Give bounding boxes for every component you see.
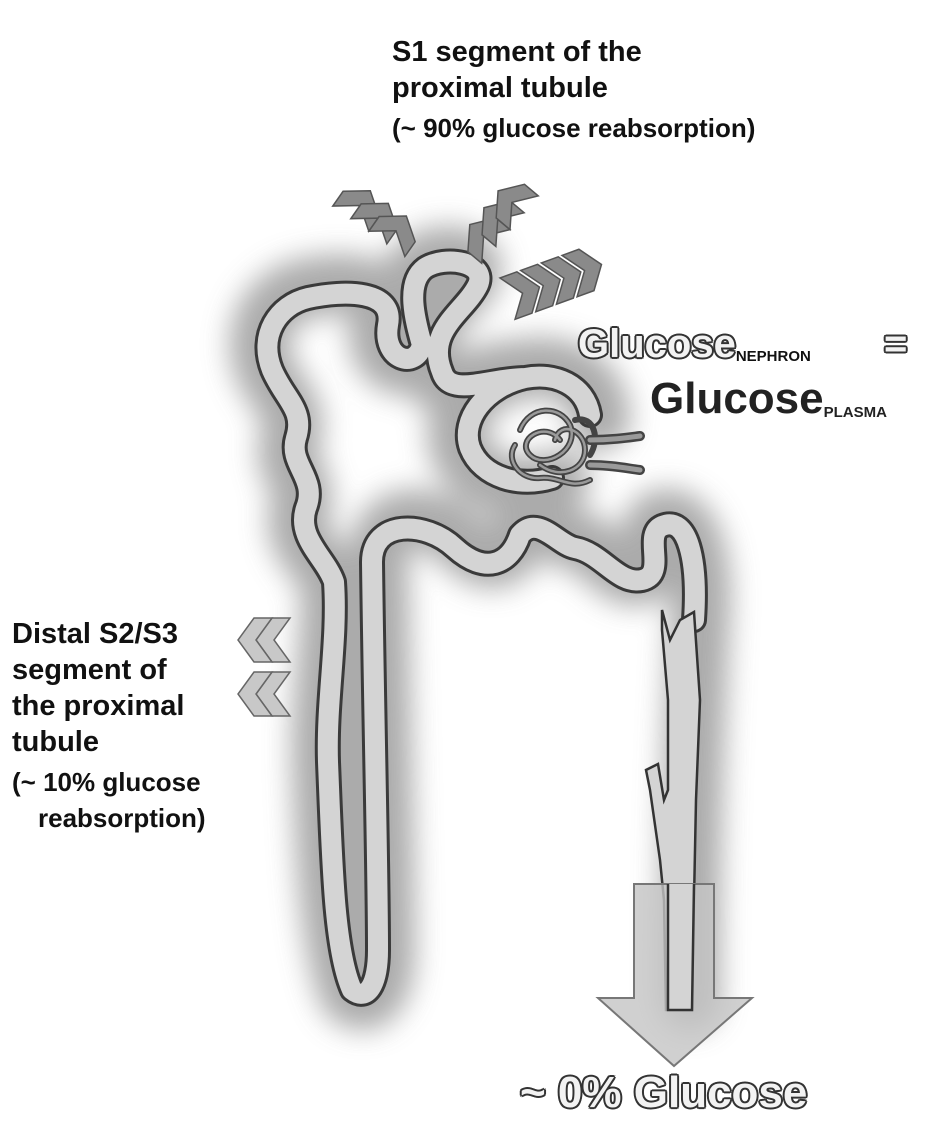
s1-reabsorption-arrow-middle <box>454 173 540 265</box>
glucose-nephron: GlucoseNEPHRON <box>578 322 811 367</box>
glomerulus-highlight <box>510 409 643 485</box>
s23-label-line-2: segment of <box>12 654 167 686</box>
s1-reabsorption-arrow-right <box>499 243 610 321</box>
s23-label-line-3: the proximal <box>12 690 185 722</box>
excretion-arrow <box>595 883 755 1068</box>
glucose-plasma-sub: PLASMA <box>823 404 887 421</box>
s1-label-line-2: proximal tubule <box>392 72 608 104</box>
output-glucose-label: ~ 0% Glucose <box>520 1068 808 1117</box>
s23-label-line-4: tubule <box>12 726 99 758</box>
s23-label-line-1: Distal S2/S3 <box>12 618 179 650</box>
glucose-nephron-sub: NEPHRON <box>735 348 811 365</box>
equals-sign: = <box>884 322 908 366</box>
s23-label-line-6: reabsorption) <box>38 803 206 833</box>
s1-label-line-1: S1 segment of the <box>392 36 642 68</box>
glucose-plasma: GlucosePLASMA <box>650 374 887 424</box>
glucose-plasma-main: Glucose <box>650 374 824 423</box>
s1-label-line-3: (~ 90% glucose reabsorption) <box>392 113 756 143</box>
s23-label-line-5: (~ 10% glucose <box>12 767 201 797</box>
s23-reabsorption-arrow-lower <box>237 671 291 717</box>
s1-reabsorption-arrow-left <box>332 177 426 258</box>
s23-reabsorption-arrow-upper <box>237 617 291 663</box>
glucose-nephron-main: Glucose <box>578 322 736 366</box>
